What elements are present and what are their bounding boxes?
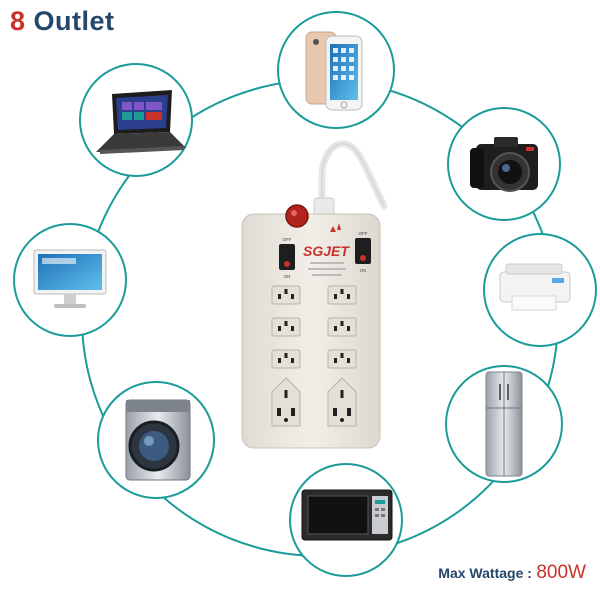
power-strip: OFF ON OFF ON SGJET (241, 140, 388, 449)
laptop-icon (96, 90, 186, 154)
device-printer (483, 233, 597, 347)
switch-right-on-label: ON (360, 268, 367, 273)
brand-name: SGJET (303, 243, 350, 259)
page-title: 8 Outlet (10, 6, 115, 37)
refrigerator-icon (485, 371, 523, 477)
outlet-count: 8 (10, 6, 26, 36)
device-camera (447, 107, 561, 221)
smartphone-icon (305, 31, 363, 111)
switch-left-off-label: OFF (283, 237, 292, 242)
washing-machine-icon (125, 399, 191, 481)
printer-icon (499, 263, 571, 311)
switch-right (355, 238, 371, 264)
device-monitor (13, 223, 127, 337)
device-laptop (79, 63, 193, 177)
microwave-icon (301, 489, 393, 541)
universal-sockets (271, 377, 357, 427)
max-wattage: Max Wattage : 800W (438, 562, 586, 584)
device-washing-machine (97, 381, 215, 499)
monitor-icon (33, 249, 107, 308)
switch-left-on-label: ON (284, 274, 291, 279)
device-microwave (289, 463, 403, 577)
indicator-button (285, 204, 309, 228)
device-refrigerator (445, 365, 563, 483)
max-wattage-label: Max Wattage : (438, 565, 532, 581)
switch-left (279, 244, 295, 270)
outlet-word: Outlet (33, 6, 115, 36)
device-smartphone (277, 11, 395, 129)
brand-logo: SGJET (303, 223, 350, 276)
max-wattage-value: 800W (536, 562, 586, 583)
switch-right-off-label: OFF (359, 231, 368, 236)
small-sockets (271, 285, 357, 369)
camera-icon (470, 137, 538, 192)
